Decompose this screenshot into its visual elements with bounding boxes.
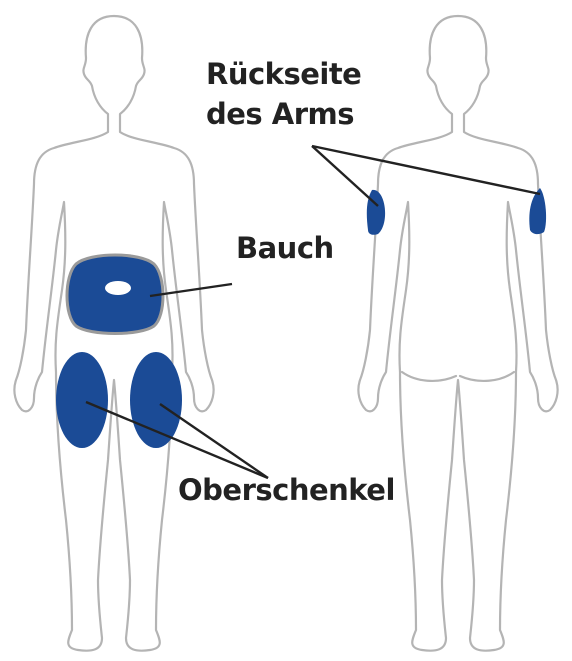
- thigh-leader-right: [160, 404, 268, 478]
- abdomen-label: Bauch: [236, 231, 334, 265]
- back-left-arm-injection-area: [367, 190, 385, 235]
- arm-label-line2: des Arms: [206, 97, 354, 131]
- arm-label-line1: Rückseite: [206, 57, 361, 91]
- back-right-arm-injection-area: [529, 188, 546, 234]
- right-thigh-injection-area: [130, 352, 182, 448]
- arm-leader-right: [312, 146, 540, 194]
- back-buttock-right: [460, 372, 514, 381]
- navel-spot: [105, 281, 131, 295]
- thigh-label: Oberschenkel: [178, 473, 395, 507]
- left-thigh-injection-area: [56, 352, 108, 448]
- back-body-figure: [358, 16, 557, 651]
- arm-leader-left: [312, 146, 378, 206]
- injection-areas: [56, 188, 546, 448]
- back-buttock-left: [402, 372, 456, 381]
- back-body-outline: [358, 16, 557, 651]
